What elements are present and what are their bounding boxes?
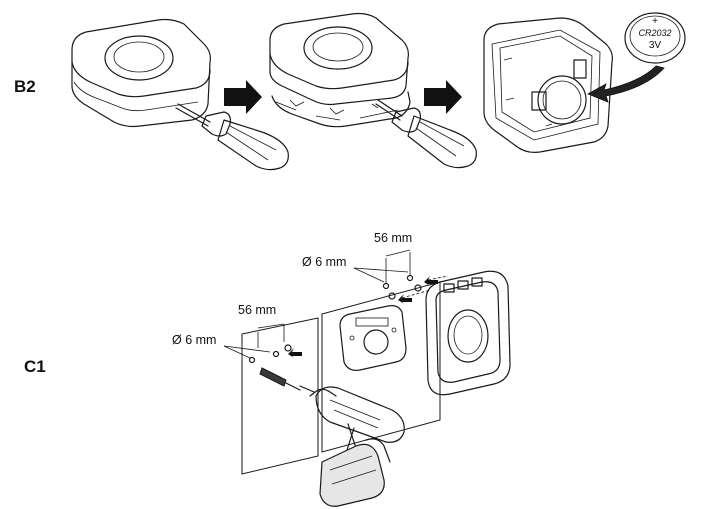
device-open-back (483, 17, 613, 153)
battery-polarity-label: + (652, 16, 658, 27)
battery-model-label: CR2032 (638, 28, 671, 38)
device-closed (71, 18, 211, 128)
power-drill (299, 385, 405, 507)
wall-panel-left (241, 317, 319, 475)
arrow-right-icon (424, 80, 462, 114)
arrow-right-icon (224, 80, 262, 114)
battery-voltage-label: 3V (649, 40, 662, 51)
spacing-right-label: 56 mm (374, 231, 412, 245)
dimension-right: 56 mm Ø 6 mm (302, 231, 449, 304)
spacing-left-label: 56 mm (238, 303, 276, 317)
back-plate (339, 305, 407, 371)
wall-panel-right (321, 281, 441, 453)
insert-arrow-icon (587, 65, 665, 103)
screwdriver-1 (175, 103, 289, 171)
coin-battery: + CR2032 3V (624, 12, 686, 64)
device-opening (269, 12, 411, 128)
step-label-b2: B2 (14, 77, 36, 96)
screwdriver-2 (375, 99, 477, 169)
drill-bit (259, 367, 301, 391)
hole-left-label: Ø 6 mm (172, 333, 216, 347)
step-label-c1: C1 (24, 357, 46, 376)
device-front (425, 270, 511, 396)
hole-right-label: Ø 6 mm (302, 255, 346, 269)
dimension-left: 56 mm Ø 6 mm (172, 303, 302, 364)
